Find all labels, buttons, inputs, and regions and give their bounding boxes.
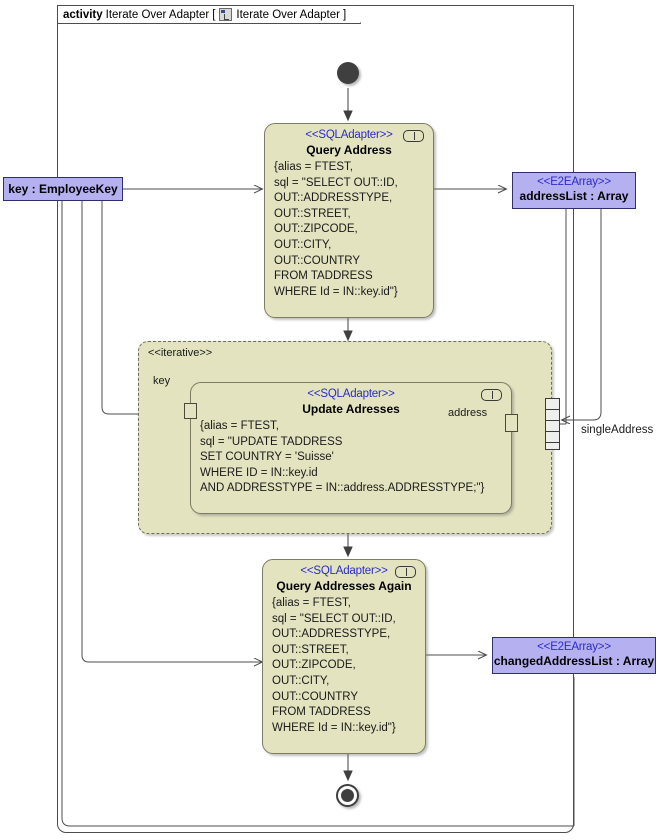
initial-node[interactable] <box>337 62 359 84</box>
action-body: {alias = FTEST, sql = "SELECT OUT::ID, O… <box>274 161 398 298</box>
stereotype-label: <<SQLAdapter>> <box>305 129 393 141</box>
sub-activity-rake-icon <box>395 566 416 578</box>
input-pin-key-label: key <box>153 375 171 387</box>
object-changed-address-list[interactable]: <<E2EArray>> changedAddressList : Array <box>492 637 656 674</box>
stereotype-label: <<E2EArray>> <box>537 176 611 188</box>
action-name: Query Address <box>306 143 392 157</box>
activity-frame-header[interactable]: activity Iterate Over Adapter [ Iterate … <box>57 5 361 24</box>
object-label: changedAddressList : Array <box>493 654 655 668</box>
frame-param: Iterate Over Adapter <box>236 8 340 21</box>
frame-bracket-close: ] <box>342 8 347 21</box>
stereotype-label: <<SQLAdapter>> <box>300 565 388 577</box>
sub-activity-rake-icon <box>481 389 502 401</box>
activity-diagram-icon <box>219 8 232 21</box>
action-update-adresses[interactable]: <<SQLAdapter>> Update Adresses {alias = … <box>190 382 512 514</box>
frame-keyword: activity <box>63 8 103 21</box>
edge-label-single-address: singleAddress <box>581 424 654 436</box>
action-query-address[interactable]: <<SQLAdapter>> Query Address {alias = FT… <box>264 123 434 318</box>
region-stereotype-label: <<iterative>> <box>148 347 213 359</box>
object-label: addressList : Array <box>519 189 629 203</box>
action-body: {alias = FTEST, sql = "SELECT OUT::ID, O… <box>272 597 396 734</box>
stereotype-label: <<E2EArray>> <box>537 641 611 653</box>
final-node[interactable] <box>336 784 359 807</box>
input-pin-key[interactable] <box>184 403 197 419</box>
expansion-node[interactable] <box>545 398 560 450</box>
action-body: {alias = FTEST, sql = "UPDATE TADDRESS S… <box>200 420 485 495</box>
output-pin-address-label: address <box>448 407 488 419</box>
frame-bracket-open: [ <box>212 8 216 21</box>
object-key-employeekey[interactable]: key : EmployeeKey <box>3 177 123 201</box>
object-address-list[interactable]: <<E2EArray>> addressList : Array <box>512 172 636 209</box>
action-query-addresses-again[interactable]: <<SQLAdapter>> Query Addresses Again {al… <box>262 559 426 754</box>
frame-title: Iterate Over Adapter <box>105 8 210 21</box>
object-label: key : EmployeeKey <box>8 182 118 196</box>
output-pin-address[interactable] <box>505 414 518 432</box>
action-name: Update Adresses <box>302 402 400 416</box>
action-name: Query Addresses Again <box>276 579 412 593</box>
sub-activity-rake-icon <box>403 130 424 142</box>
stereotype-label: <<SQLAdapter>> <box>307 388 395 400</box>
